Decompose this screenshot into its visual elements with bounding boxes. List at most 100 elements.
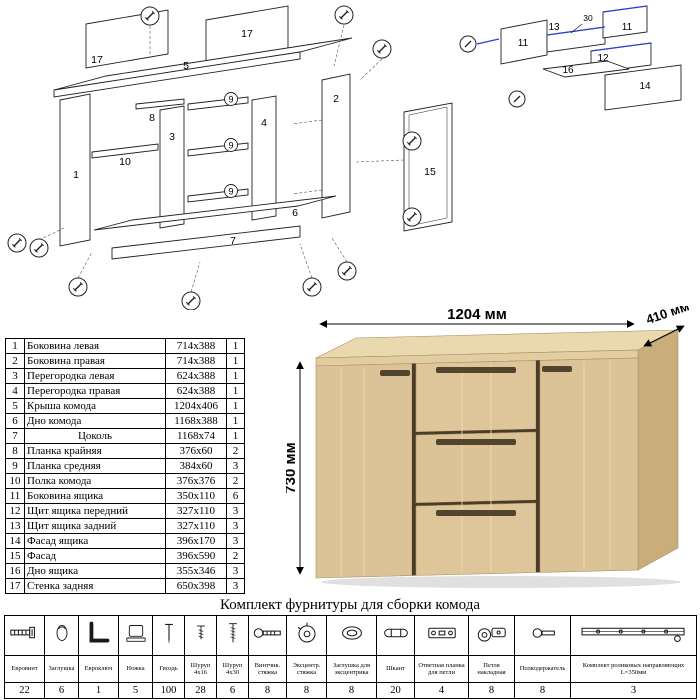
dresser-right-side [637, 329, 679, 571]
hardware-qty-cell: 6 [216, 682, 249, 699]
depth-dimension-line [643, 325, 685, 347]
part-label: 8 [149, 112, 155, 124]
part-size-cell: 714x388 [165, 353, 227, 369]
part-name-cell: Цоколь [24, 428, 166, 444]
drawer-fastener-callouts [459, 35, 526, 108]
part-qty-cell: 1 [226, 368, 245, 384]
drawer-assembly-diagram: 13 11 11 12 16 14 30 [459, 5, 682, 111]
hardware-name-cell: Шуруп 4x30 [216, 655, 249, 683]
part-qty-cell: 3 [226, 563, 245, 579]
part-name-cell: Перегородка правая [24, 383, 166, 399]
drawer-rail-1 [187, 96, 249, 111]
part-label: 14 [639, 81, 651, 92]
fastener-callout-icon [337, 261, 357, 281]
assembly-guide-lines [38, 24, 405, 293]
part-qty-cell: 2 [226, 473, 245, 489]
part-size-cell: 396x590 [165, 548, 227, 564]
part-name-cell: Щит ящика передний [24, 503, 166, 519]
hardware-icon-cell [326, 615, 377, 656]
drawer-part-labels: 13 11 11 12 16 14 30 [518, 13, 651, 92]
part-label: 16 [562, 65, 574, 76]
part-number-cell: 12 [5, 503, 25, 519]
part-label: 9 [228, 141, 233, 151]
hardware-qty-cell: 5 [118, 682, 153, 699]
part-qty-cell: 1 [226, 338, 245, 354]
fastener-callout-icon [7, 233, 27, 253]
fastener-callout-icon [402, 131, 422, 151]
part-size-cell: 355x346 [165, 563, 227, 579]
hardware-icon-cell [216, 615, 249, 656]
foot-icon [125, 625, 146, 642]
part-name-cell: Крыша комода [24, 398, 166, 414]
part-label: 17 [241, 28, 253, 40]
hardware-qty-cell: 6 [44, 682, 79, 699]
part-number-cell: 5 [5, 398, 25, 414]
part-size-cell: 650x398 [165, 578, 227, 594]
part-qty-cell: 3 [226, 518, 245, 534]
part-number-cell: 7 [5, 428, 25, 444]
part-name-cell: Стенка задняя [24, 578, 166, 594]
hardware-name-cell: Шкант [376, 655, 415, 683]
shelf-pin-icon [532, 628, 555, 638]
part-size-cell: 714x388 [165, 338, 227, 354]
screw-4x30-icon [228, 623, 237, 643]
part-size-cell: 396x170 [165, 533, 227, 549]
door-gap [536, 360, 540, 573]
height-dimension-label: 730 мм [286, 442, 299, 493]
hardware-name-cell: Евроключ [78, 655, 119, 683]
hardware-icon-cell [152, 615, 185, 656]
drawer-front [604, 64, 682, 111]
part-label: 10 [119, 156, 131, 168]
part-name-cell: Планка средняя [24, 458, 166, 474]
fastener-callout-icon [29, 238, 49, 258]
hardware-qty-cell: 8 [326, 682, 377, 699]
hex-key-icon [89, 621, 109, 643]
hardware-qty-cell: 20 [376, 682, 415, 699]
hardware-name-cell: Ответная планка для петли [414, 655, 469, 683]
drawer-handle-1 [436, 367, 516, 373]
exploded-assembly-diagram: 17 5 17 8 3 10 1 9 9 9 4 2 6 7 15 [7, 5, 453, 310]
part-label: 9 [228, 187, 233, 197]
part-size-cell: 327x110 [165, 518, 227, 534]
angle-tick [570, 23, 583, 34]
part-number-cell: 11 [5, 488, 25, 504]
hardware-qty-cell: 8 [514, 682, 571, 699]
part-size-cell: 624x388 [165, 383, 227, 399]
dimension-labels: 1204 мм 410 мм 730 мм [286, 306, 691, 494]
cap-icon [56, 625, 67, 641]
part-label: 6 [292, 207, 298, 219]
drawer-panels [500, 5, 682, 111]
part-qty-cell: 1 [226, 353, 245, 369]
depth-dimension-label: 410 мм [644, 306, 691, 327]
shelf [91, 143, 159, 159]
hardware-table: Евровинт Заглушка Евроключ Ножка Гвоздь … [4, 615, 697, 699]
hardware-icon-cell [376, 615, 415, 656]
part-label: 4 [261, 117, 267, 129]
part-qty-cell: 1 [226, 398, 245, 414]
hardware-qty-cell: 100 [152, 682, 185, 699]
part-label: 17 [91, 54, 103, 66]
hardware-icon-cell [468, 615, 515, 656]
fastener-callout-icon [334, 5, 354, 25]
hardware-icons-row [4, 615, 697, 656]
hardware-icon-cell [118, 615, 153, 656]
hardware-icon-cell [570, 615, 697, 656]
drawer-bottom [542, 60, 630, 78]
dowel-icon [383, 628, 408, 638]
part-qty-cell: 3 [226, 458, 245, 474]
hardware-qty-cell: 22 [4, 682, 45, 699]
fastener-callout-icon [402, 207, 422, 227]
part-label: 2 [333, 93, 339, 105]
part-size-cell: 327x110 [165, 503, 227, 519]
fastener-callout-icon [302, 277, 322, 297]
hardware-icon-cell [184, 615, 217, 656]
